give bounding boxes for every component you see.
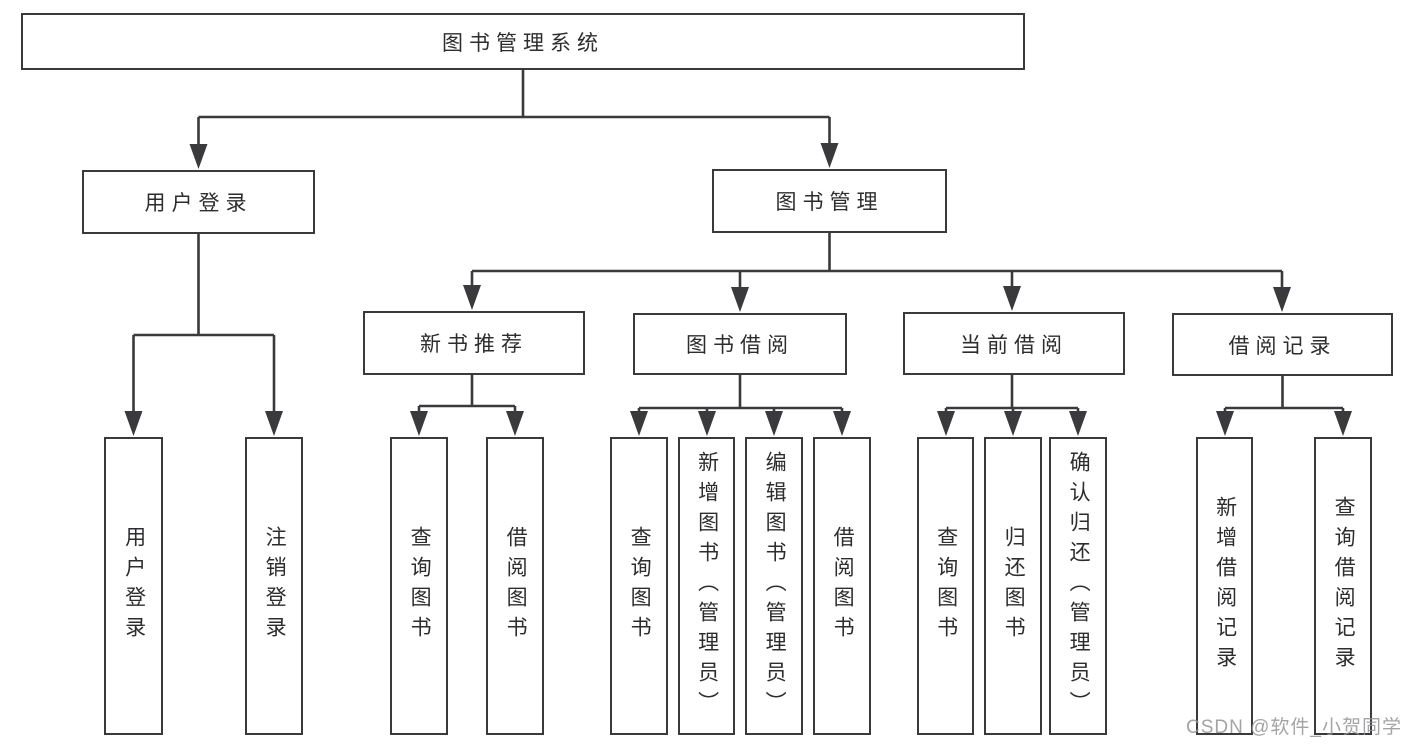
leaf-label: 查询图书 xyxy=(408,526,432,646)
leaf-logout: 注销登录 xyxy=(245,437,303,735)
leaf-label: 借阅图书 xyxy=(831,526,855,646)
leaf-query-books-1: 查询图书 xyxy=(390,437,448,735)
leaf-return-books: 归还图书 xyxy=(984,437,1042,735)
leaf-label: 查询图书 xyxy=(628,526,652,646)
leaf-label: 借阅图书 xyxy=(504,526,528,646)
leaf-borrow-books-2: 借阅图书 xyxy=(813,437,871,735)
leaf-label: 查询借阅记录 xyxy=(1332,496,1356,676)
leaf-user-login: 用户登录 xyxy=(104,437,163,735)
leaf-label: 归还图书 xyxy=(1002,526,1026,646)
leaf-add-borrow-record: 新增借阅记录 xyxy=(1196,437,1253,735)
node-borrow-records: 借阅记录 xyxy=(1172,313,1393,376)
leaf-edit-books-admin: 编辑图书（管理员） xyxy=(745,437,803,735)
leaf-label: 确认归还（管理员） xyxy=(1067,451,1091,721)
leaf-label: 查询图书 xyxy=(934,526,958,646)
node-book-borrow: 图书借阅 xyxy=(633,313,847,375)
leaf-label: 新增借阅记录 xyxy=(1213,496,1237,676)
node-user-login-branch: 用户登录 xyxy=(82,170,315,234)
node-library-management-system: 图书管理系统 xyxy=(21,13,1025,70)
leaf-label: 注销登录 xyxy=(263,526,287,646)
leaf-add-books-admin: 新增图书（管理员） xyxy=(678,437,735,735)
node-current-borrow: 当前借阅 xyxy=(903,312,1125,375)
leaf-query-books-3: 查询图书 xyxy=(917,437,974,735)
leaf-label: 新增图书（管理员） xyxy=(695,451,719,721)
leaf-borrow-books-1: 借阅图书 xyxy=(486,437,544,735)
leaf-label: 用户登录 xyxy=(122,526,146,646)
leaf-label: 编辑图书（管理员） xyxy=(763,451,787,721)
leaf-confirm-return-admin: 确认归还（管理员） xyxy=(1049,437,1107,735)
node-new-book-recommend: 新书推荐 xyxy=(363,311,585,375)
leaf-query-borrow-record: 查询借阅记录 xyxy=(1314,437,1372,735)
csdn-watermark: CSDN @软件_小贺同学 xyxy=(1186,717,1402,738)
leaf-query-books-2: 查询图书 xyxy=(610,437,668,735)
node-book-management-branch: 图书管理 xyxy=(712,169,947,233)
